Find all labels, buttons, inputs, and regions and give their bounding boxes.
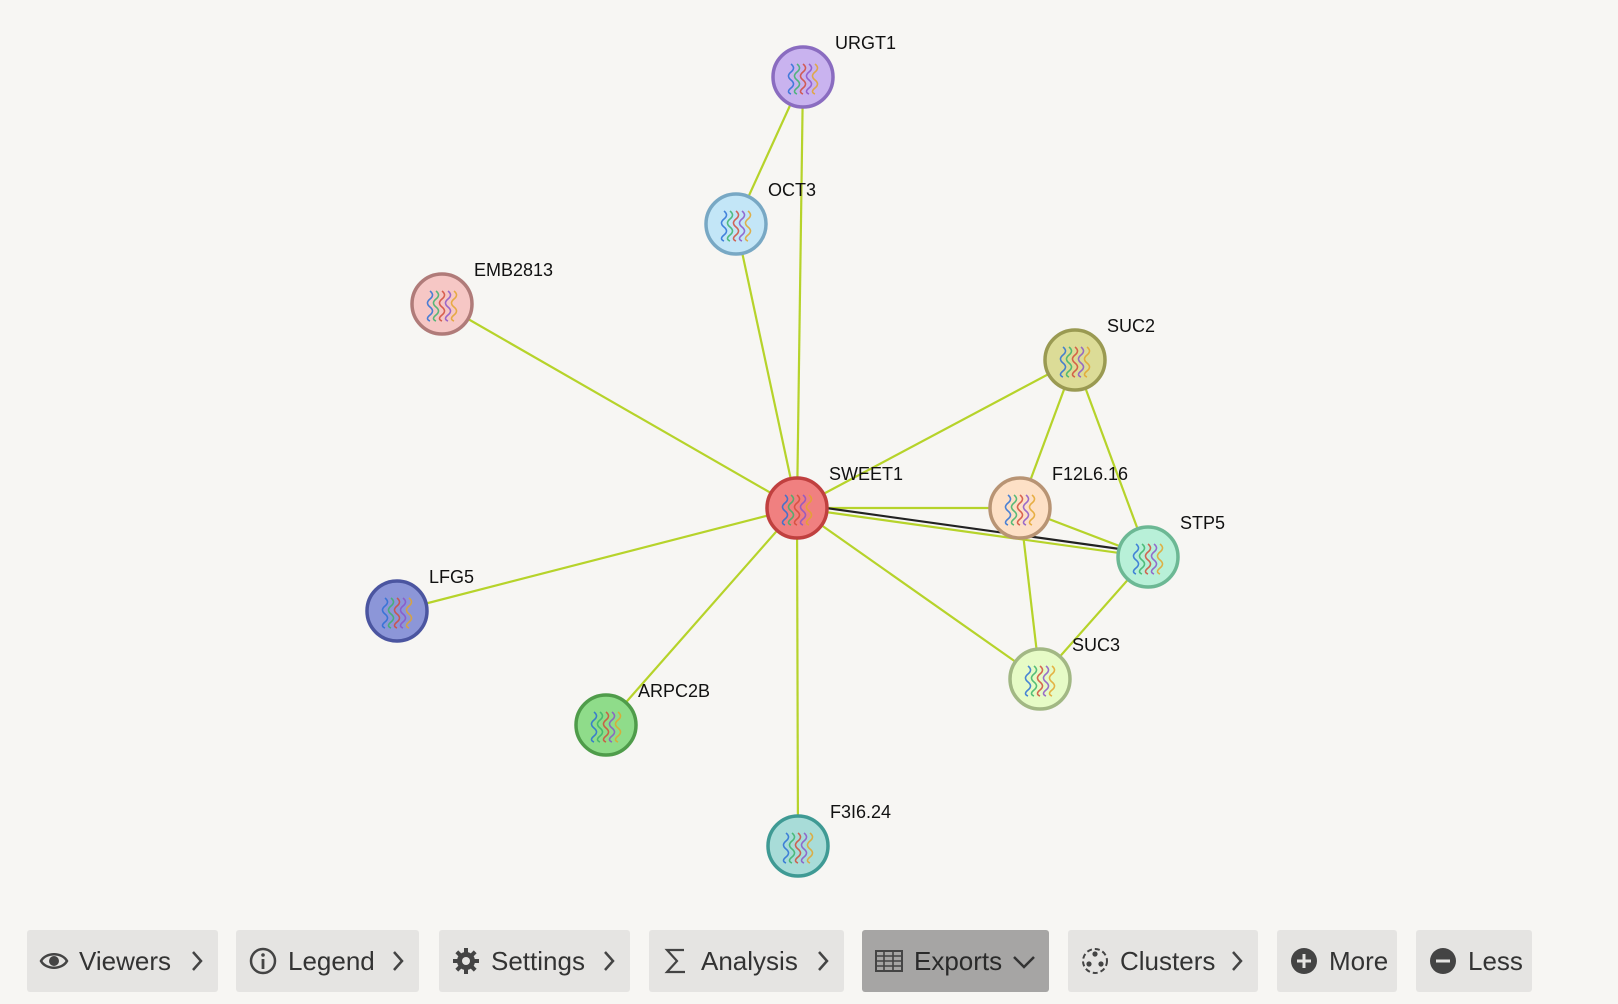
protein-structure-icon (781, 494, 813, 526)
node-bubble[interactable] (765, 476, 829, 540)
node-ARPC2B[interactable]: ARPC2B (574, 681, 710, 757)
viewers-label: Viewers (79, 945, 172, 976)
node-bubble[interactable] (1043, 328, 1107, 392)
gear-icon (453, 948, 479, 974)
settings-label: Settings (491, 945, 585, 976)
node-label: EMB2813 (474, 260, 553, 280)
node-bubble[interactable] (410, 272, 474, 336)
node-label: ARPC2B (638, 681, 710, 701)
node-F3I6.24[interactable]: F3I6.24 (766, 802, 891, 878)
edge-SWEET1-LFG5[interactable] (396, 506, 798, 613)
edge-SWEET1-SUC3[interactable] (796, 507, 1041, 680)
node-label: LFG5 (429, 567, 474, 587)
node-bubble[interactable] (1008, 647, 1072, 711)
node-label: F3I6.24 (830, 802, 891, 822)
edge-SWEET1-OCT3[interactable] (734, 223, 799, 509)
node-bubble[interactable] (365, 579, 429, 643)
node-label: STP5 (1180, 513, 1225, 533)
edge-SWEET1-STP5[interactable] (796, 506, 1149, 559)
analysis-label: Analysis (701, 945, 798, 976)
protein-structure-icon (1004, 494, 1036, 526)
legend-label: Legend (288, 945, 375, 976)
less-label: Less (1468, 945, 1523, 976)
node-label: URGT1 (835, 33, 896, 53)
edge-SWEET1-STP5[interactable] (797, 502, 1149, 555)
node-bubble[interactable] (766, 814, 830, 878)
node-URGT1[interactable]: URGT1 (771, 33, 896, 109)
bottom-toolbar: Viewers Legend (0, 930, 1618, 994)
protein-structure-icon (720, 210, 752, 242)
info-icon (249, 947, 277, 975)
protein-structure-icon (1132, 543, 1164, 575)
edge-SUC2-STP5[interactable] (1073, 359, 1150, 558)
node-EMB2813[interactable]: EMB2813 (410, 260, 553, 336)
chevron-right-icon (393, 951, 404, 971)
edge-SWEET1-ARPC2B[interactable] (605, 507, 798, 726)
analysis-button[interactable]: Analysis (649, 930, 844, 992)
protein-structure-icon (782, 832, 814, 864)
less-button[interactable]: Less (1416, 930, 1532, 992)
chevron-right-icon (192, 951, 203, 971)
node-label: SUC2 (1107, 316, 1155, 336)
node-bubble[interactable] (771, 45, 835, 109)
node-SUC3[interactable]: SUC3 (1008, 635, 1120, 711)
chevron-right-icon (1232, 951, 1243, 971)
node-label: OCT3 (768, 180, 816, 200)
more-label: More (1329, 945, 1389, 976)
clusters-label: Clusters (1120, 945, 1216, 976)
node-label: SUC3 (1072, 635, 1120, 655)
node-SWEET1[interactable]: SWEET1 (765, 464, 903, 540)
minus-circle-icon (1430, 948, 1456, 974)
node-bubble[interactable] (988, 476, 1052, 540)
node-bubble[interactable] (704, 192, 768, 256)
viewers-button[interactable]: Viewers (27, 930, 218, 992)
edge-SWEET1-F3I6.24[interactable] (795, 507, 800, 847)
node-label: F12L6.16 (1052, 464, 1128, 484)
protein-structure-icon (426, 290, 458, 322)
edge-SWEET1-EMB2813[interactable] (441, 303, 798, 509)
exports-label: Exports (914, 945, 1003, 976)
exports-button[interactable]: Exports (862, 930, 1049, 992)
node-bubble[interactable] (1116, 525, 1180, 589)
chevron-right-icon (818, 951, 829, 971)
node-LFG5[interactable]: LFG5 (365, 567, 474, 643)
table-icon (875, 950, 903, 972)
edges-layer (396, 76, 1150, 847)
edge-SWEET1-SUC2[interactable] (796, 359, 1076, 509)
protein-structure-icon (1059, 346, 1091, 378)
node-label: SWEET1 (829, 464, 903, 484)
eye-icon (39, 953, 69, 969)
protein-structure-icon (381, 597, 413, 629)
plus-circle-icon (1291, 948, 1317, 974)
more-button[interactable]: More (1277, 930, 1397, 992)
network-graph[interactable]: SWEET1 URGT1OCT3EMB2813SUC2F12L6.16STP5SU… (0, 0, 1618, 900)
protein-structure-icon (787, 63, 819, 95)
legend-button[interactable]: Legend (236, 930, 419, 992)
node-bubble[interactable] (574, 693, 638, 757)
chevron-right-icon (604, 951, 615, 971)
node-OCT3[interactable]: OCT3 (704, 180, 816, 256)
node-SUC2[interactable]: SUC2 (1043, 316, 1155, 392)
node-F12L6.16[interactable]: F12L6.16 (988, 464, 1128, 540)
clusters-button[interactable]: Clusters (1068, 930, 1258, 992)
protein-structure-icon (1024, 665, 1056, 697)
protein-structure-icon (590, 711, 622, 743)
nodes-layer: SWEET1 URGT1OCT3EMB2813SUC2F12L6.16STP5SU… (365, 33, 1225, 878)
edge-SWEET1-URGT1[interactable] (795, 76, 805, 509)
clusters-icon (1082, 948, 1108, 974)
sigma-icon (664, 948, 685, 974)
node-STP5[interactable]: STP5 (1116, 513, 1225, 589)
settings-button[interactable]: Settings (439, 930, 630, 992)
chevron-down-icon (1013, 956, 1035, 969)
